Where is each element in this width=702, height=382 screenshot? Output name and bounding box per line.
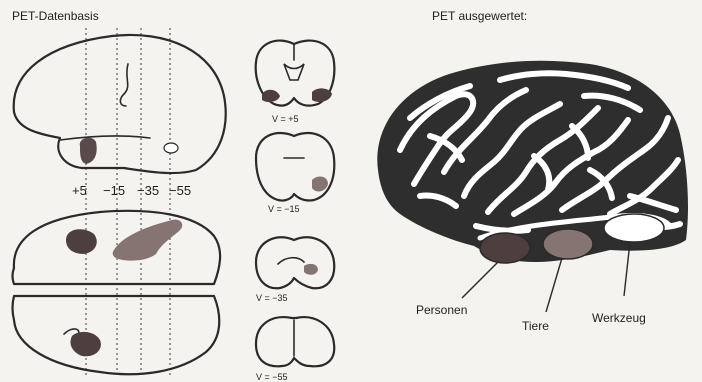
coronal-label-minus55: V = −55 (256, 372, 288, 382)
pet-database-panel: PET-Datenbasis +5 −15 −35 −55 (12, 9, 334, 382)
coronal-outline-minus35 (256, 237, 334, 288)
coronal-slice-minus35: V = −35 (256, 237, 334, 303)
lateral-activation-spot (80, 138, 97, 164)
ventral-view-upper (13, 211, 221, 284)
coronal-outline-minus55 (256, 317, 334, 366)
leader-line-tiere (546, 258, 562, 312)
left-panel-title: PET-Datenbasis (12, 9, 99, 23)
coronal-spot-right-plus5 (312, 88, 332, 102)
leader-line-personen (462, 262, 498, 298)
slice-label-minus15: −15 (103, 183, 125, 198)
label-personen: Personen (416, 303, 467, 317)
central-sulcus (120, 64, 128, 106)
region-personen (480, 233, 530, 263)
ventral-view-lower (13, 296, 220, 374)
coronal-slice-minus55: V = −55 (256, 317, 334, 382)
coronal-spot-left-plus5 (262, 90, 280, 102)
coronal-sulcus-minus35 (278, 258, 304, 264)
slice-label-plus5: +5 (72, 183, 87, 198)
label-werkzeug: Werkzeug (592, 311, 646, 325)
coronal-slices: V = +5 V = −15 V = −35 V = −55 (256, 41, 335, 382)
coronal-spot-minus15 (312, 177, 328, 192)
ventral-upper-dark-spot (66, 229, 97, 254)
slice-label-minus35: −35 (137, 183, 159, 198)
lateral-outline (14, 35, 226, 173)
coronal-slice-minus15: V = −15 (256, 133, 334, 214)
slice-label-minus55: −55 (169, 183, 191, 198)
sylvian-fissure (60, 136, 150, 140)
ventral-lower-dark-spot (70, 332, 100, 356)
lateral-brain-outline (14, 35, 226, 173)
pet-evaluated-panel: PET ausgewertet: (377, 9, 688, 333)
lateral-white-spot (164, 143, 178, 153)
coronal-ventricle-plus5 (284, 64, 304, 80)
coronal-label-plus5: V = +5 (272, 114, 299, 124)
coronal-label-minus15: V = −15 (268, 204, 300, 214)
region-werkzeug (604, 214, 664, 242)
ventral-lower-outline (13, 296, 220, 374)
region-tiere (543, 229, 593, 259)
label-tiere: Tiere (522, 319, 549, 333)
coronal-spot-minus35 (304, 264, 318, 275)
slice-position-labels: +5 −15 −35 −55 (72, 183, 191, 198)
ventral-upper-mid-spot (113, 220, 183, 261)
coronal-slice-plus5: V = +5 (256, 41, 335, 124)
right-panel-title: PET ausgewertet: (432, 9, 527, 23)
coronal-label-minus35: V = −35 (256, 293, 288, 303)
